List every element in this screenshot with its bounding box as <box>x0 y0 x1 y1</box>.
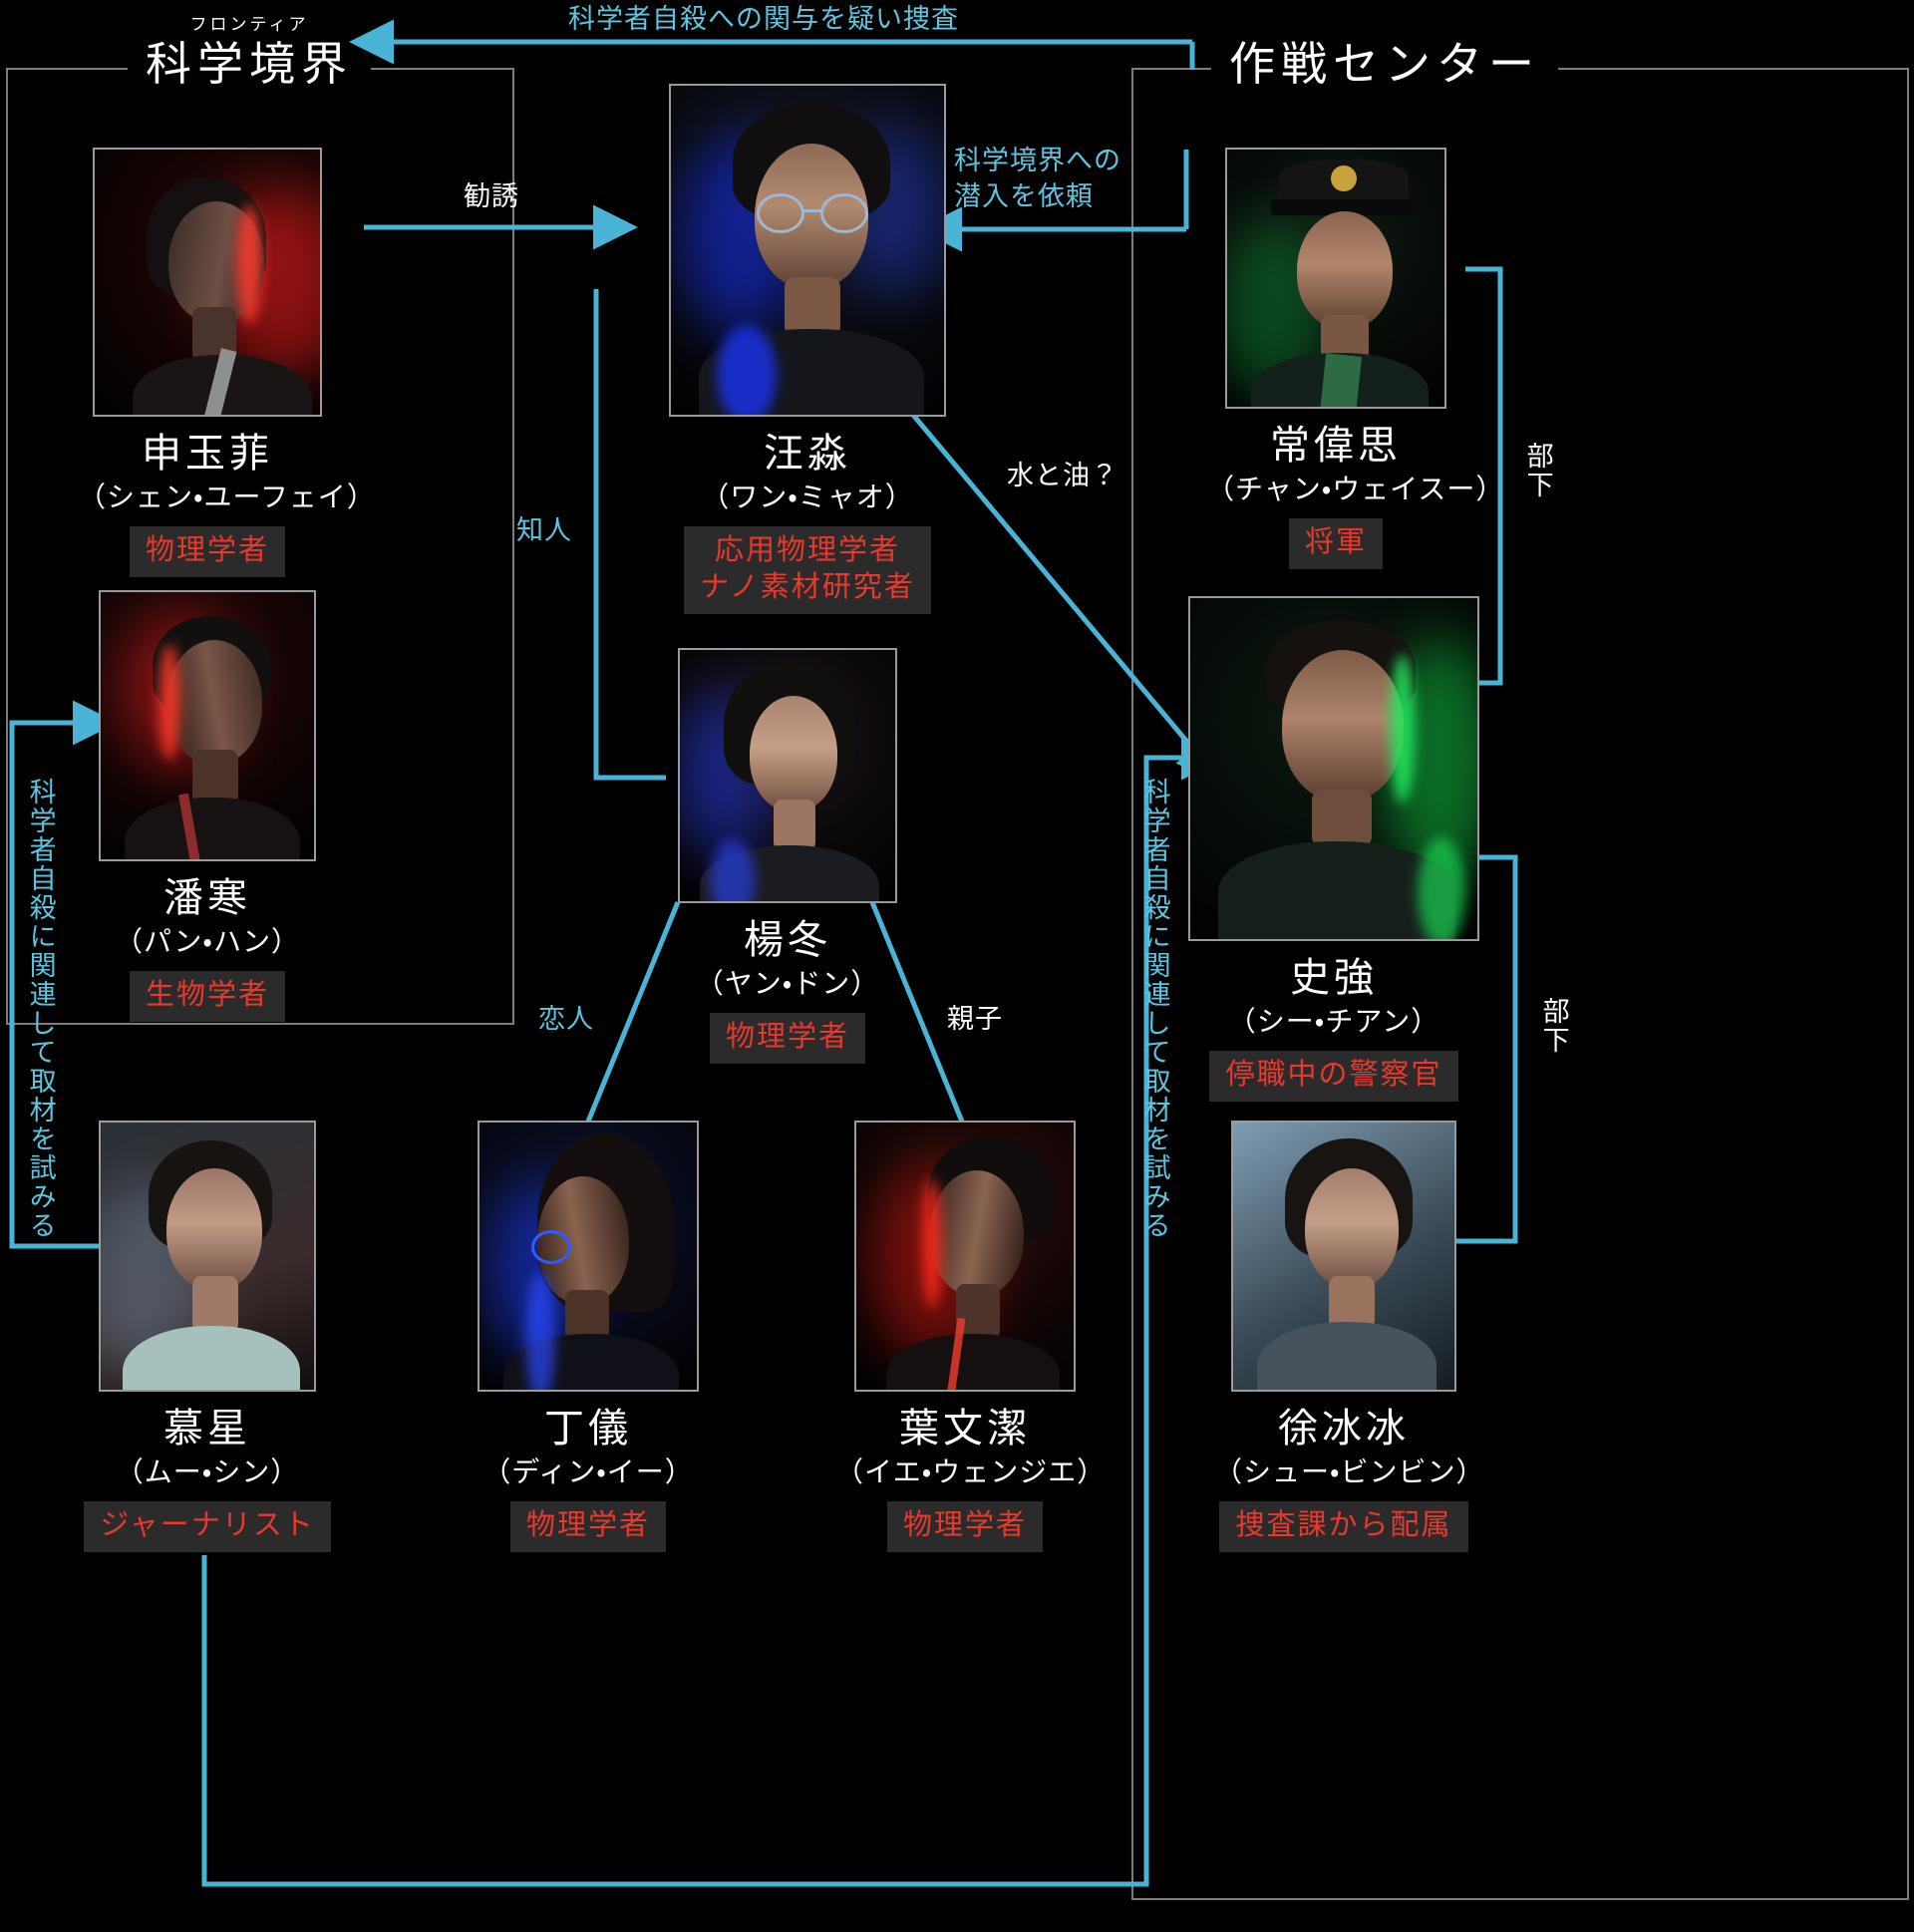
character-card-yang-dong[interactable]: 楊冬 （ヤン・ドン） 物理学者 <box>628 648 947 1065</box>
character-reading-shen-yufei: （シェン・ユーフェイ） <box>78 483 376 513</box>
edge-label-oil-water: 水と油？ <box>1007 461 1118 490</box>
role-badge-shen-yufei: 物理学者 <box>129 526 285 578</box>
edge-label-subordinate-top: 部下 <box>1522 442 1553 499</box>
character-reading-xu-bingbing: （シュー・ビンビン） <box>1214 1457 1485 1488</box>
edge-label-investigate-top: 科学者自殺への関与を疑い捜査 <box>568 4 959 34</box>
character-name-shen-yufei: 申玉菲 <box>142 431 273 476</box>
role-badge-shi-qiang: 停職中の警察官 <box>1209 1051 1458 1103</box>
portrait-ding-yi <box>478 1121 699 1392</box>
edge-label-infiltrate: 科学境界への 潜入を依頼 <box>954 146 1121 211</box>
portrait-mu-xing <box>99 1121 316 1392</box>
edge-label-parent-child: 親子 <box>947 1004 1003 1034</box>
portrait-chang-weisi <box>1225 148 1446 409</box>
character-card-xu-bingbing[interactable]: 徐冰冰 （シュー・ビンビン） 捜査課から配属 <box>1214 1121 1485 1553</box>
character-card-shen-yufei[interactable]: 申玉菲 （シェン・ユーフェイ） 物理学者 <box>78 148 376 578</box>
role-badge-xu-bingbing: 捜査課から配属 <box>1219 1501 1468 1553</box>
character-card-ye-wenjie[interactable]: 葉文潔 （イエ・ウェンジエ） 物理学者 <box>835 1121 1107 1553</box>
role-badge-mu-xing: ジャーナリスト <box>84 1501 331 1553</box>
portrait-yang-dong <box>678 648 897 903</box>
group-title-text-frontier: 科学境界 <box>146 39 353 90</box>
role-badge-yang-dong: 物理学者 <box>709 1013 865 1065</box>
portrait-xu-bingbing <box>1231 1121 1456 1392</box>
edge-label-interview-right: 科学者自殺に関連して取材を試みる <box>1139 778 1170 1240</box>
character-name-chang-weisi: 常偉思 <box>1270 423 1402 468</box>
portrait-shi-qiang <box>1188 596 1479 941</box>
character-reading-pan-han: （パン・ハン） <box>115 927 300 958</box>
character-card-wang-miao[interactable]: 汪淼 （ワン・ミャオ） 応用物理学者 ナノ素材研究者 <box>598 84 1017 615</box>
character-card-chang-weisi[interactable]: 常偉思 （チャン・ウェイスー） 将軍 <box>1206 148 1505 570</box>
group-title-ruby-frontier: フロンティア <box>189 15 309 34</box>
character-name-xu-bingbing: 徐冰冰 <box>1278 1406 1410 1450</box>
character-card-ding-yi[interactable]: 丁儀 （ディン・イー） 物理学者 <box>459 1121 718 1553</box>
role-badge-ye-wenjie: 物理学者 <box>886 1501 1043 1553</box>
character-name-yang-dong: 楊冬 <box>744 917 831 962</box>
portrait-ye-wenjie <box>854 1121 1076 1392</box>
group-title-ops: 作戦センター <box>1211 42 1558 88</box>
role-badge-ding-yi: 物理学者 <box>509 1501 666 1553</box>
edge-label-recruit: 勧誘 <box>464 181 519 211</box>
portrait-wang-miao <box>669 84 946 417</box>
character-reading-chang-weisi: （チャン・ウェイスー） <box>1206 475 1505 505</box>
portrait-pan-han <box>99 590 316 861</box>
character-name-shi-qiang: 史強 <box>1290 955 1378 1000</box>
edge-label-acquaintance: 知人 <box>516 515 572 545</box>
character-reading-ding-yi: （ディン・イー） <box>482 1457 694 1488</box>
edge-label-subordinate-bottom: 部下 <box>1538 997 1569 1055</box>
edge-label-interview-left: 科学者自殺に関連して取材を試みる <box>25 778 56 1240</box>
character-reading-yang-dong: （ヤン・ドン） <box>695 969 880 1000</box>
role-badge-chang-weisi: 将軍 <box>1288 518 1383 570</box>
role-badge-pan-han: 生物学者 <box>129 971 285 1023</box>
character-reading-wang-miao: （ワン・ミャオ） <box>701 483 914 513</box>
character-name-mu-xing: 慕星 <box>163 1406 251 1450</box>
character-reading-mu-xing: （ムー・シン） <box>115 1457 300 1488</box>
character-reading-shi-qiang: （シー・チアン） <box>1227 1007 1440 1038</box>
character-reading-ye-wenjie: （イエ・ウェンジエ） <box>835 1457 1107 1488</box>
character-card-shi-qiang[interactable]: 史強 （シー・チアン） 停職中の警察官 <box>1174 596 1493 1103</box>
character-card-pan-han[interactable]: 潘寒 （パン・ハン） 生物学者 <box>78 590 337 1023</box>
character-name-wang-miao: 汪淼 <box>764 431 851 476</box>
role-badge-wang-miao: 応用物理学者 ナノ素材研究者 <box>684 526 931 615</box>
character-card-mu-xing[interactable]: 慕星 （ムー・シン） ジャーナリスト <box>78 1121 337 1553</box>
character-name-ye-wenjie: 葉文潔 <box>899 1406 1031 1450</box>
character-name-ding-yi: 丁儀 <box>544 1406 632 1450</box>
portrait-shen-yufei <box>93 148 322 417</box>
group-title-frontier: フロンティア 科学境界 <box>128 16 371 90</box>
character-name-pan-han: 潘寒 <box>163 875 251 920</box>
group-title-text-ops: 作戦センター <box>1229 39 1540 90</box>
edge-label-lover: 恋人 <box>538 1004 594 1034</box>
